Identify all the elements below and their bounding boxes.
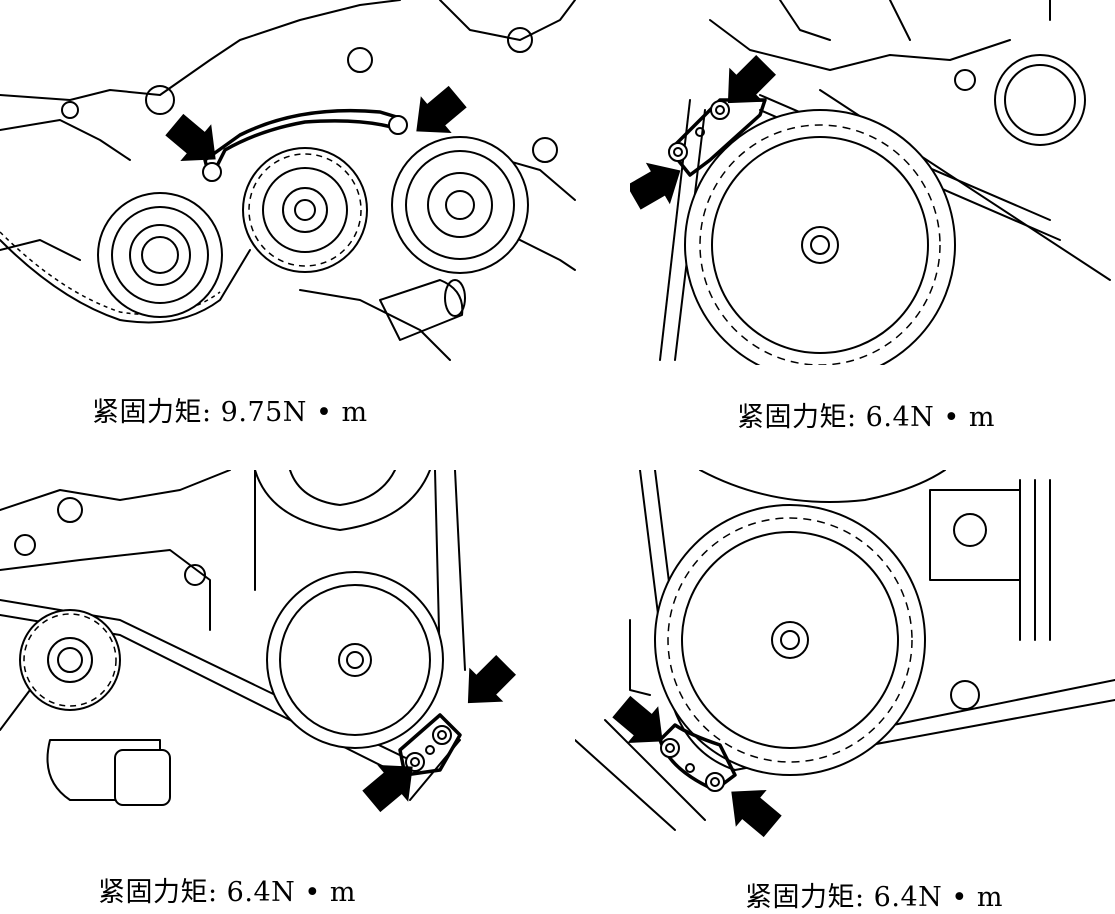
arrow-icon (731, 789, 782, 838)
caption-top-left: 紧固力矩: 9.75N • m (92, 397, 368, 428)
belt-guide-drawing-top-left (0, 0, 576, 361)
caption-bottom-right: 紧固力矩: 6.4N • m (745, 882, 1003, 913)
arrow-icon (612, 695, 663, 744)
bolt-icon (668, 142, 688, 162)
belt-guide-drawing-bottom-left (0, 470, 516, 813)
caption-bottom-left: 紧固力矩: 6.4N • m (98, 877, 356, 908)
arrow-icon (362, 764, 413, 813)
panel-top-left (0, 0, 580, 365)
arrow-icon (467, 655, 516, 704)
belt-guide-drawing-top-right (630, 0, 1111, 365)
bolt-icon (405, 752, 425, 772)
bolt-icon (705, 772, 725, 792)
arrow-icon (165, 113, 216, 162)
belt-guide-drawing-bottom-right (575, 470, 1115, 838)
bolt-icon (710, 100, 730, 120)
panel-bottom-left (0, 470, 560, 850)
panel-top-right (630, 0, 1115, 365)
bolt-icon (660, 738, 680, 758)
arrow-icon (727, 55, 776, 104)
panel-bottom-right (575, 470, 1115, 850)
caption-top-right: 紧固力矩: 6.4N • m (737, 402, 995, 433)
arrow-icon (416, 85, 467, 134)
arrow-icon (630, 162, 681, 210)
bolt-icon (432, 725, 452, 745)
